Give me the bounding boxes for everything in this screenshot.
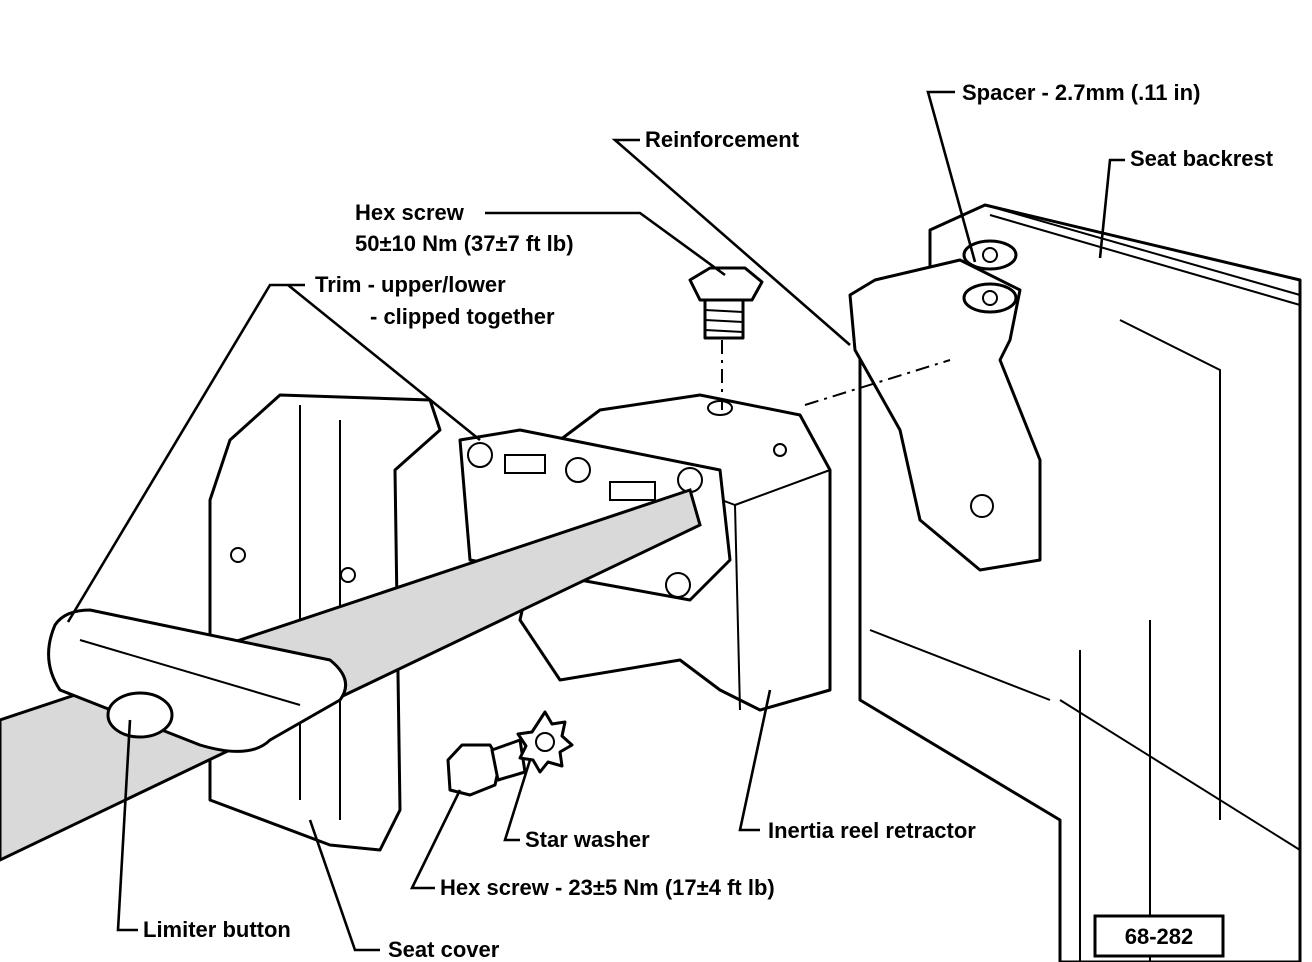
alignment-line [804,359,951,406]
belt-webbing [0,488,702,862]
limiter-button-shape [106,691,174,739]
label-inertia-reel: Inertia reel retractor [768,818,976,843]
label-hex-screw-top-2: 50±10 Nm (37±7 ft lb) [355,231,574,256]
label-trim-2: - clipped together [370,304,555,329]
limiter-guide [47,608,348,753]
star-washer [516,710,574,774]
figure-number: 68-282 [1125,924,1194,949]
hex-screw-bottom [446,738,527,797]
reinforcement [848,239,1042,572]
hex-screw-top [688,266,764,410]
label-reinforcement: Reinforcement [645,127,800,152]
label-limiter-button: Limiter button [143,917,291,942]
label-seat-backrest: Seat backrest [1130,146,1274,171]
figure-number-box: 68-282 [1093,914,1225,958]
label-spacer: Spacer - 2.7mm (.11 in) [962,80,1200,105]
label-trim-1: Trim - upper/lower [315,272,506,297]
label-hex-screw-top-1: Hex screw [355,200,465,225]
label-star-washer: Star washer [525,827,650,852]
label-seat-cover: Seat cover [388,937,500,962]
label-hex-screw-bottom: Hex screw - 23±5 Nm (17±4 ft lb) [440,875,775,900]
leader-lines [66,90,1125,952]
